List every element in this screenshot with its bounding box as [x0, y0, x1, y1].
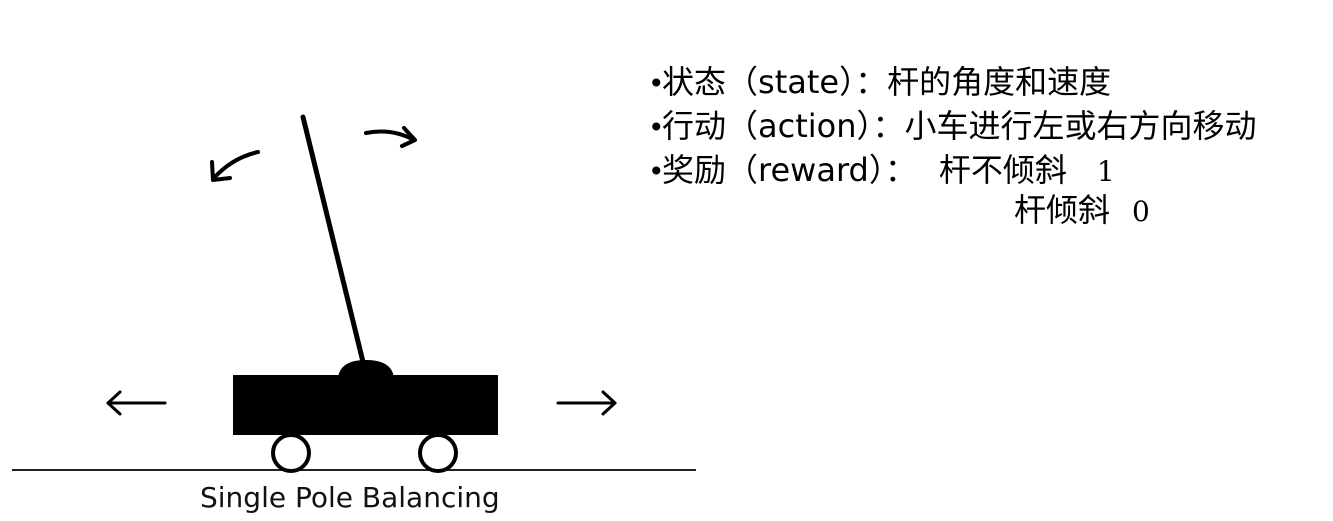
state-label: 状态 — [662, 63, 726, 101]
reward-term: （reward）： — [726, 151, 917, 189]
diagram-caption: Single Pole Balancing — [200, 480, 540, 516]
bullet-dot: • — [648, 62, 662, 106]
state-text: 杆的角度和速度 — [887, 63, 1111, 101]
reward-negative-value: 0 — [1132, 190, 1150, 234]
action-term: （action）： — [726, 107, 905, 145]
reward-negative-row: 杆倾斜 0 — [1014, 188, 1150, 232]
rotate-right-arrow-icon — [366, 128, 415, 146]
left-wheel — [273, 435, 309, 471]
arrow-right-icon — [558, 392, 615, 414]
action-text: 小车进行左或右方向移动 — [905, 107, 1257, 145]
state-term: （state）： — [726, 63, 887, 101]
cart-pole-illustration — [0, 0, 700, 521]
arrow-left-icon — [108, 392, 165, 414]
action-bullet: •行动（action）：小车进行左或右方向移动 — [648, 104, 1333, 148]
action-label: 行动 — [662, 107, 726, 145]
right-wheel — [420, 435, 456, 471]
pole — [303, 117, 364, 366]
reward-positive-text: 杆不倾斜 — [939, 151, 1067, 189]
cart-body — [233, 375, 498, 435]
reward-label: 奖励 — [662, 151, 726, 189]
reward-negative-text: 杆倾斜 — [1014, 191, 1110, 229]
rotate-left-arrow-icon — [212, 152, 258, 180]
bullet-dot: • — [648, 150, 662, 194]
bullet-dot: • — [648, 106, 662, 150]
state-bullet: •状态（state）：杆的角度和速度 — [648, 60, 1333, 104]
definition-list: •状态（state）：杆的角度和速度 •行动（action）：小车进行左或右方向… — [648, 60, 1333, 192]
